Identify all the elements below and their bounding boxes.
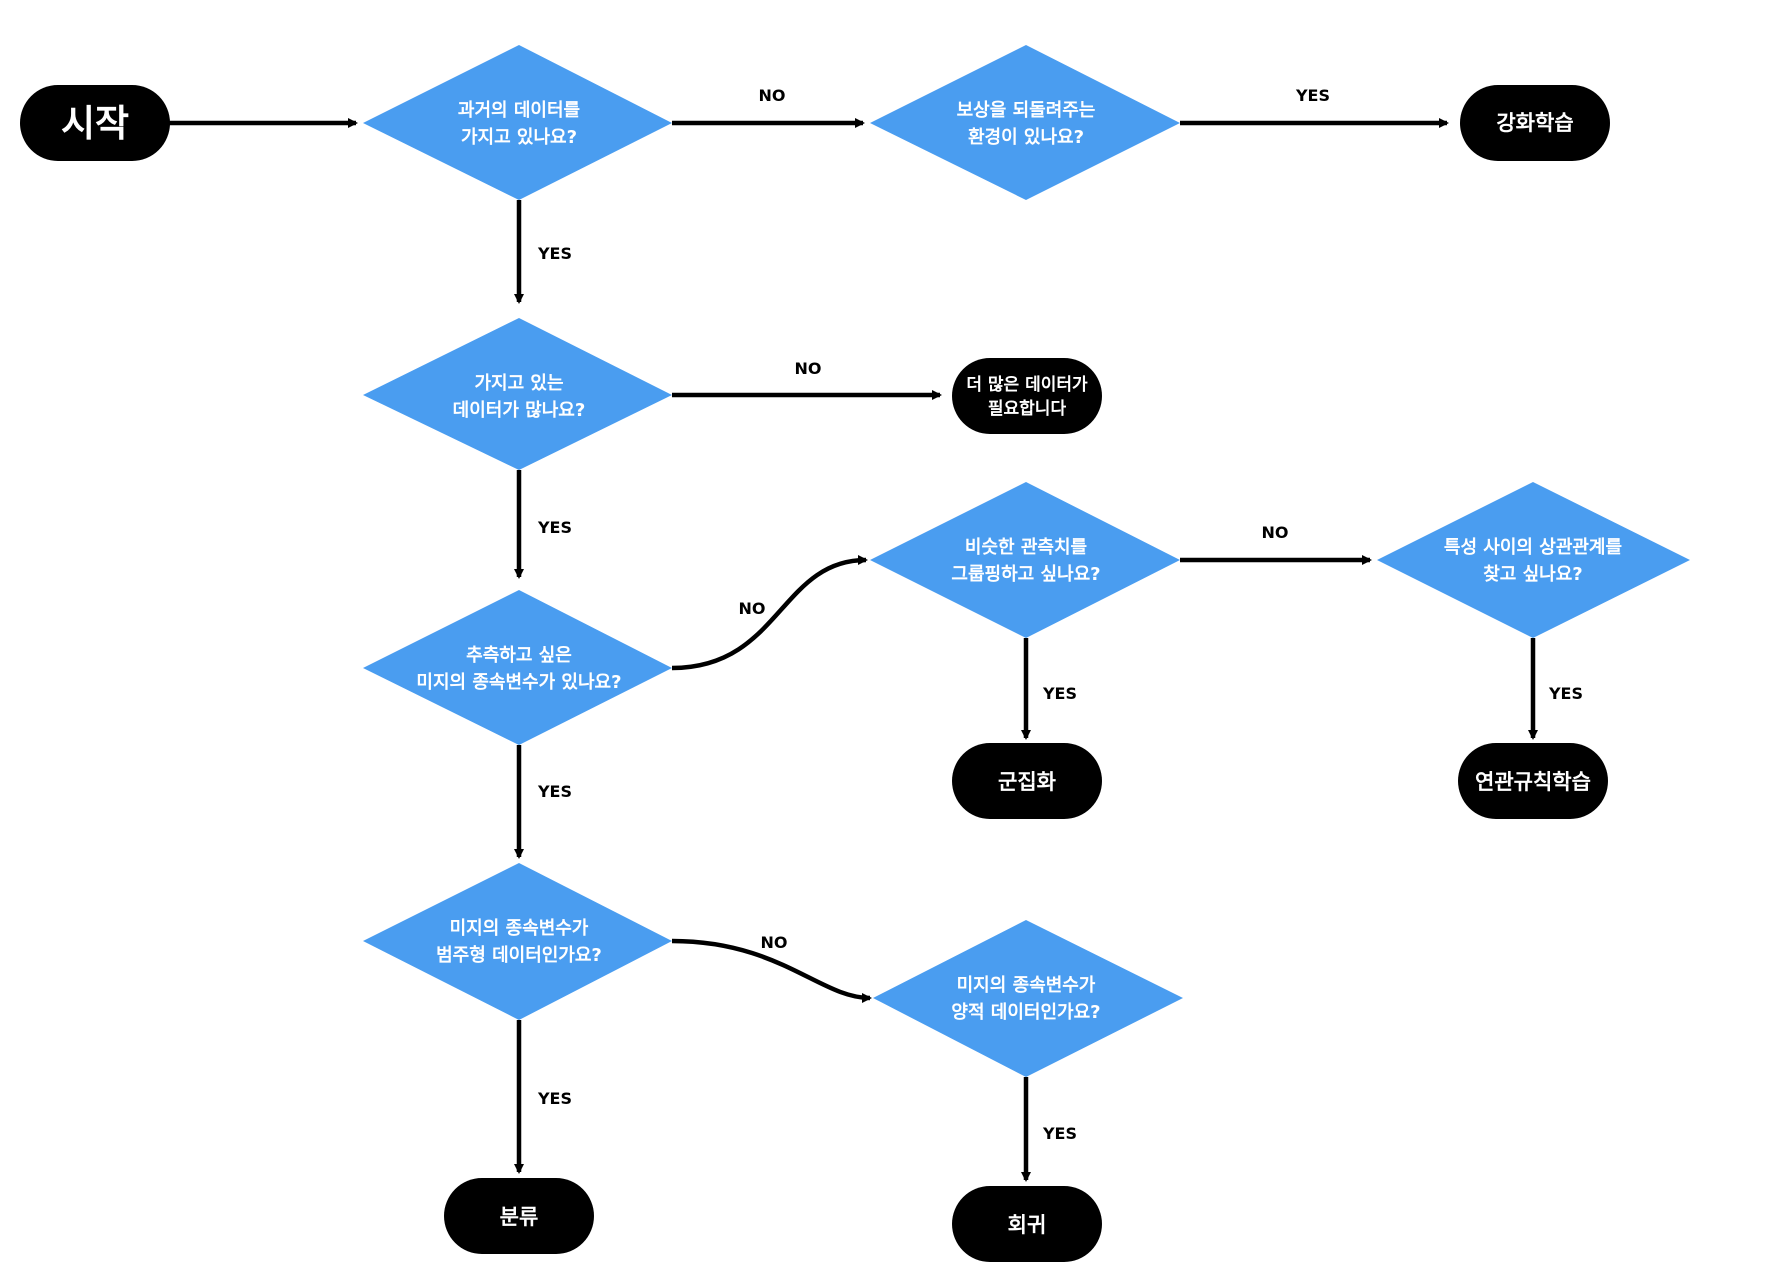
decision-categorical: 미지의 종속변수가 범주형 데이터인가요? (363, 863, 672, 1020)
decision-enough-data: 가지고 있는 데이터가 많나요? (363, 318, 672, 470)
decision-enough-data-line1: 가지고 있는 (474, 373, 563, 394)
edge-predict-target-no (671, 555, 868, 671)
edge-categorical-no (671, 938, 872, 1003)
decision-categorical-line2: 범주형 데이터인가요? (436, 945, 602, 966)
terminal-start: 시작 (20, 85, 170, 161)
edge-label-group-similar-no: NO (1262, 523, 1289, 542)
decision-reward-env-line1: 보상을 되돌려주는 (957, 100, 1096, 121)
terminal-clustering: 군집화 (952, 743, 1102, 819)
decision-predict-target-line2: 미지의 종속변수가 있나요? (416, 672, 621, 693)
terminal-regression: 회귀 (952, 1186, 1102, 1262)
decision-predict-target: 추측하고 싶은 미지의 종속변수가 있나요? (363, 590, 672, 745)
edge-label-enough-data-no: NO (795, 359, 822, 378)
edge-label-has-data-yes: YES (537, 244, 572, 263)
terminal-classification-label: 분류 (500, 1205, 539, 1229)
decision-enough-data-line2: 데이터가 많나요? (453, 400, 586, 421)
decision-find-correlation-line2: 찾고 싶나요? (1483, 564, 1583, 585)
edge-labels: NO YES YES NO YES NO NO YES YES YES NO Y… (537, 86, 1583, 1143)
edge-label-find-correlation-yes: YES (1548, 684, 1583, 703)
edge-label-quantitative-yes: YES (1042, 1124, 1077, 1143)
decision-predict-target-line1: 추측하고 싶은 (466, 645, 572, 666)
terminal-need-more-line1: 더 많은 데이터가 (966, 375, 1088, 395)
terminal-start-label: 시작 (61, 102, 129, 145)
terminal-reinforcement-label: 강화학습 (1496, 111, 1573, 135)
terminal-association-label: 연관규칙학습 (1475, 770, 1591, 794)
edge-label-categorical-no: NO (761, 933, 788, 952)
terminal-reinforcement: 강화학습 (1460, 85, 1610, 161)
decision-reward-env: 보상을 되돌려주는 환경이 있나요? (870, 45, 1180, 200)
decision-has-data-line1: 과거의 데이터를 (458, 100, 580, 121)
edge-label-predict-target-yes: YES (537, 782, 572, 801)
decision-reward-env-line2: 환경이 있나요? (968, 126, 1084, 148)
edge-label-has-data-no: NO (759, 86, 786, 105)
terminal-classification: 분류 (444, 1178, 594, 1254)
decision-quantitative: 미지의 종속변수가 양적 데이터인가요? (873, 920, 1183, 1077)
decision-quantitative-line2: 양적 데이터인가요? (951, 1002, 1100, 1023)
decision-has-data-line2: 가지고 있나요? (461, 127, 577, 148)
edges (168, 118, 1538, 1182)
edge-label-enough-data-yes: YES (537, 518, 572, 537)
decision-find-correlation: 특성 사이의 상관관계를 찾고 싶나요? (1377, 482, 1690, 638)
terminal-association: 연관규칙학습 (1458, 743, 1608, 819)
terminal-clustering-label: 군집화 (998, 770, 1057, 794)
decision-group-similar-line2: 그룹핑하고 싶나요? (951, 564, 1100, 585)
edge-label-reward-env-yes: YES (1295, 86, 1330, 105)
terminal-need-more-line2: 필요합니다 (988, 398, 1067, 419)
decision-group-similar: 비슷한 관측치를 그룹핑하고 싶나요? (870, 482, 1180, 638)
edge-label-categorical-yes: YES (537, 1089, 572, 1108)
terminal-regression-label: 회귀 (1008, 1213, 1047, 1237)
edge-label-predict-target-no: NO (739, 599, 766, 618)
decision-categorical-line1: 미지의 종속변수가 (450, 918, 589, 939)
decision-group-similar-line1: 비슷한 관측치를 (965, 537, 1087, 558)
decision-find-correlation-line1: 특성 사이의 상관관계를 (1444, 537, 1622, 558)
decision-quantitative-line1: 미지의 종속변수가 (957, 975, 1096, 996)
terminal-need-more-data: 더 많은 데이터가 필요합니다 (952, 358, 1102, 434)
edge-label-group-similar-yes: YES (1042, 684, 1077, 703)
decision-has-data: 과거의 데이터를 가지고 있나요? (363, 45, 672, 200)
